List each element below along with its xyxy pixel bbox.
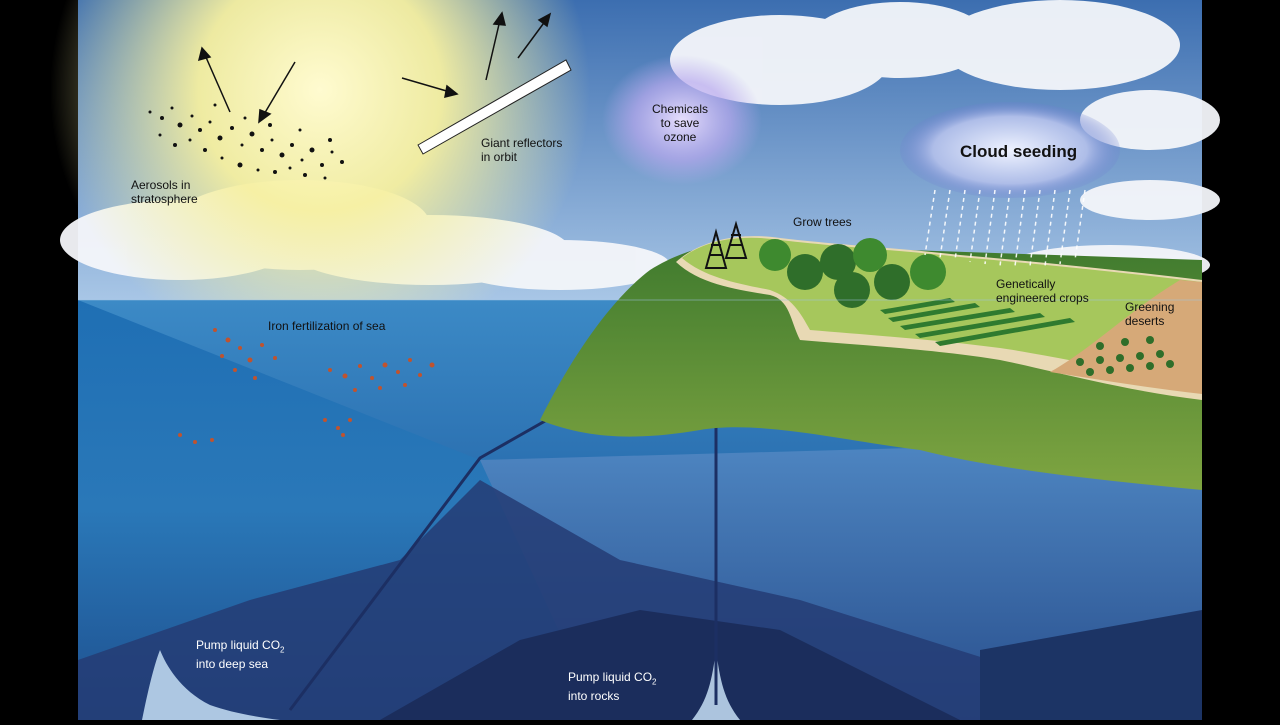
right-face-dark xyxy=(980,610,1202,720)
sunlight-arrows xyxy=(197,11,552,124)
label-crops: Genetically engineered crops xyxy=(996,277,1089,305)
rocks-text-2: into rocks xyxy=(568,689,620,704)
rain-streaks xyxy=(924,189,1086,267)
co2-deep-sea-plume xyxy=(142,650,280,720)
label-pump-rocks: Pump liquid CO2 into rocks xyxy=(568,670,657,703)
label-iron-fertilization: Iron fertilization of sea xyxy=(268,319,386,333)
crop-rows xyxy=(880,298,1075,346)
label-grow-trees: Grow trees xyxy=(793,215,852,229)
label-reflectors: Giant reflectors in orbit xyxy=(481,136,563,164)
label-cloud-seeding: Cloud seeding xyxy=(960,142,1078,161)
label-aerosols: Aerosols in stratosphere xyxy=(131,178,198,206)
drilling-rig-icon xyxy=(704,220,748,269)
deep-sea-subscript: 2 xyxy=(280,645,285,655)
deep-sea-text-2: into deep sea xyxy=(196,657,269,672)
deep-sea-text-1: Pump liquid CO xyxy=(196,638,281,652)
iron-particles xyxy=(178,328,435,444)
seeded-cloud xyxy=(900,102,1120,198)
trees xyxy=(759,238,946,308)
label-greening-deserts: Greening deserts xyxy=(1125,300,1175,328)
desert-plants xyxy=(1076,336,1174,376)
label-pump-deep-sea: Pump liquid CO2 into deep sea xyxy=(196,638,285,671)
label-chemicals: Chemicals to save ozone xyxy=(651,102,708,144)
ozone-chemical-glow xyxy=(602,55,762,185)
rock-strata xyxy=(380,610,960,720)
rocks-text-1: Pump liquid CO xyxy=(568,670,653,684)
sun-glow xyxy=(50,0,590,360)
orbital-reflector xyxy=(417,59,572,155)
aerosol-particles xyxy=(148,103,344,180)
desert-area xyxy=(1050,280,1202,394)
rocks-subscript: 2 xyxy=(652,677,657,687)
